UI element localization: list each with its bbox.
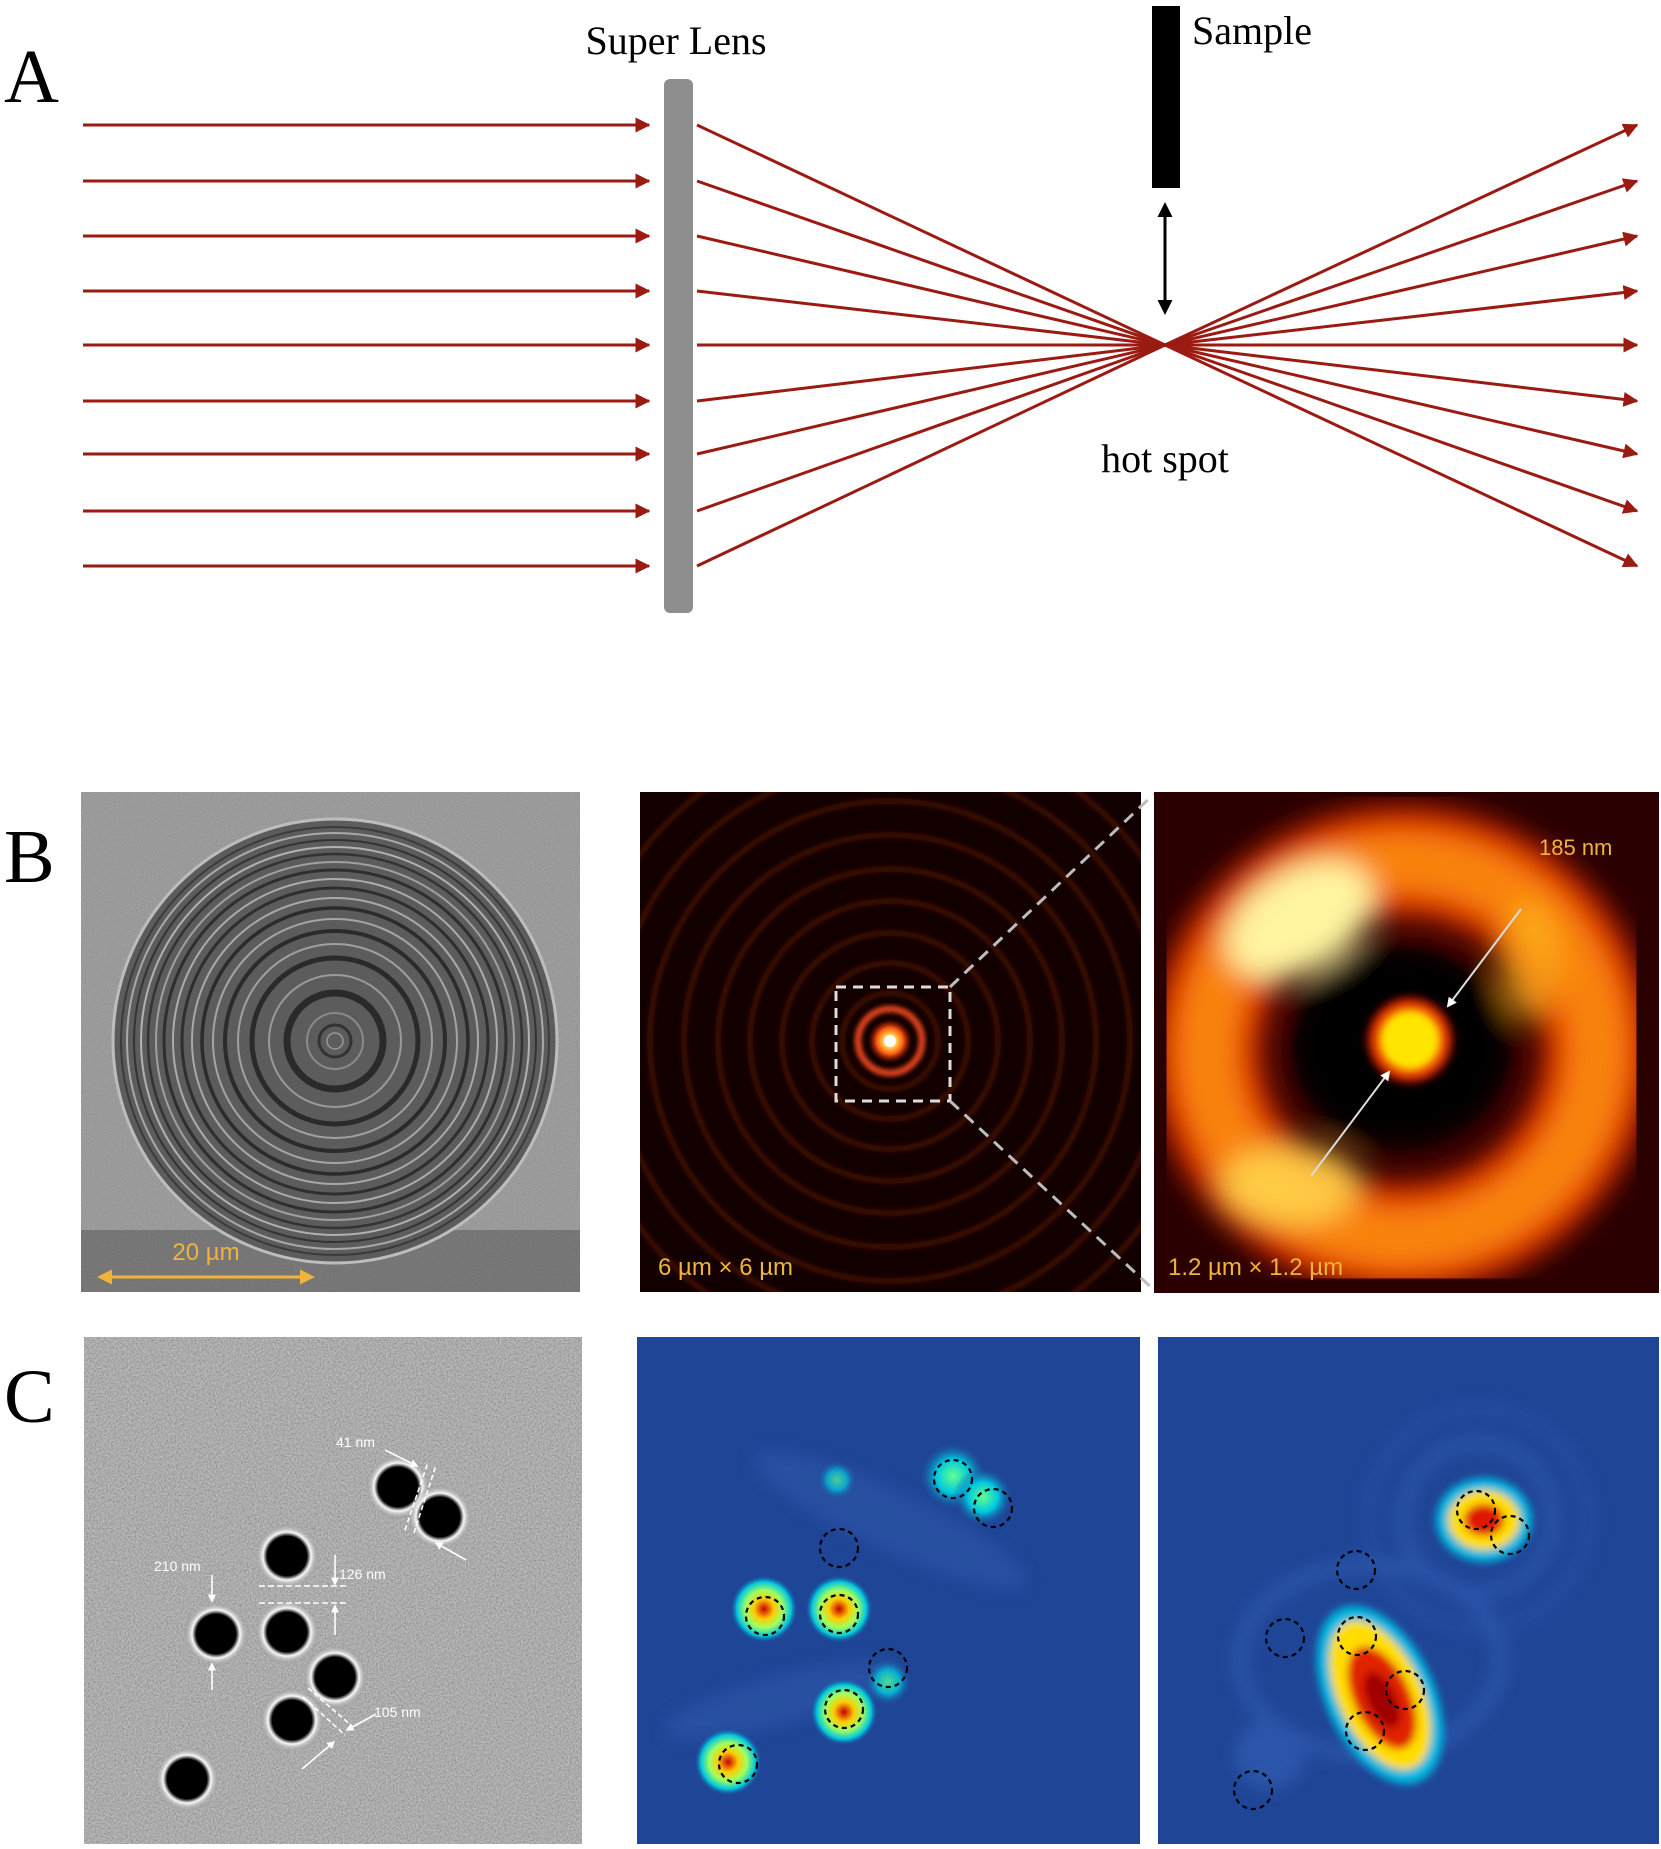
hole-position-circles [717,1458,1014,1785]
hole-position-circles-c3 [1232,1489,1531,1811]
focal-intensity-map: 6 µm × 6 µm [640,792,1141,1292]
fwhm-arrow-lower [1310,1070,1391,1177]
nanohole-sem-image: 41 nm 126 nm 210 nm 105 nm [84,1337,582,1844]
conventional-scan-image [1158,1337,1659,1844]
sem-lens-image: 20 µm [81,792,580,1292]
super-lens [664,79,693,613]
nanoholes [155,1455,472,1811]
zoom-line-top [948,792,1156,989]
gap-210-label: 210 nm [154,1558,201,1574]
zoom-line-bottom [948,1099,1156,1292]
diverging-rays [1164,123,1639,568]
spot-size-label: 185 nm [1539,835,1612,860]
sample-bar [1152,6,1180,188]
panel-a-letter: A [4,35,59,119]
panel-b-letter: B [4,815,55,899]
incoming-rays [83,117,651,574]
zoom-size-label: 1.2 µm × 1.2 µm [1168,1254,1343,1281]
panel-c-letter: C [4,1355,55,1439]
zoomed-hotspot-map: 185 nm 1.2 µm × 1.2 µm [1154,792,1659,1293]
superlens-scan-image [637,1337,1140,1844]
super-lens-label: Super Lens [585,18,766,63]
converging-rays [696,123,1166,568]
gap-126-label: 126 nm [339,1566,386,1582]
panel-a: A Super Lens Sample hot spot [4,6,1639,613]
blurred-blobs [1316,1478,1532,1785]
field-size-label: 6 µm × 6 µm [658,1254,793,1281]
panel-b: B [4,792,1659,1293]
hot-spot-label: hot spot [1101,436,1229,481]
gap-41-label: 41 nm [336,1434,375,1450]
sample-label: Sample [1192,8,1312,53]
sem-scale-label: 20 µm [172,1239,239,1266]
panel-c: C [4,1337,1659,1844]
fwhm-arrow-upper [1446,908,1522,1008]
scan-spots [694,1442,1013,1796]
gap-105-label: 105 nm [374,1704,421,1720]
zoom-box [834,985,952,1103]
